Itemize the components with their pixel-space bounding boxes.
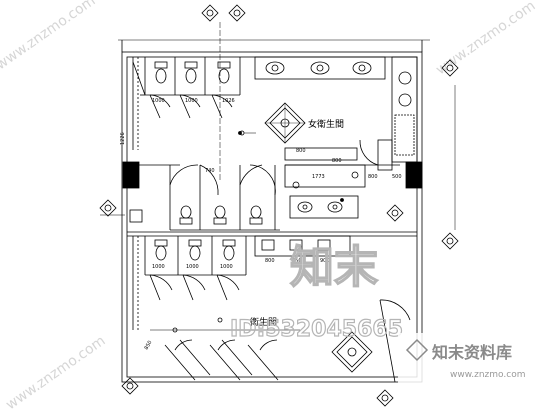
column — [405, 161, 423, 189]
sink-icon — [297, 201, 313, 213]
dim-label: 1226 — [120, 132, 126, 145]
urinal-icon — [261, 239, 275, 251]
watermark-id: ID:532045665 — [230, 317, 403, 342]
decorative-tile-diamond — [331, 331, 373, 373]
outer-wall — [121, 51, 423, 383]
dim-label: 1026 — [222, 98, 235, 104]
watermark-logo-text: 知末 — [290, 242, 378, 293]
sink-row-upper — [254, 56, 386, 80]
dim-label: 800 — [332, 158, 342, 164]
watermark-diagonal-top-right: www.znzmo.com — [433, 0, 538, 78]
toilet-icon — [184, 61, 198, 84]
dim-label: 1000 — [185, 98, 198, 104]
toilet-icon — [154, 239, 168, 261]
toilet-icon — [154, 61, 168, 84]
lower-stalls — [144, 236, 247, 301]
vanity-counter — [284, 147, 400, 219]
dim-label: 1000 — [152, 264, 165, 270]
dim-label: 800 — [265, 258, 275, 264]
section-marker — [99, 199, 117, 217]
watermark-diagonal-top-left: www.znzmo.com — [0, 0, 98, 73]
decorative-tile-diamond — [264, 102, 306, 144]
watermark-brand-box — [398, 333, 558, 383]
section-marker — [386, 204, 404, 222]
section-marker — [441, 232, 459, 250]
dim-label: 1000 — [186, 264, 199, 270]
section-marker — [201, 4, 219, 22]
toilet-icon — [217, 61, 231, 84]
watermark-brand: 知末资料库 — [432, 343, 512, 362]
room-label-male: 衛生間 — [250, 316, 277, 328]
urinal-icon — [317, 239, 331, 251]
toilet-icon — [179, 205, 193, 225]
room-label-female: 女衛生間 — [308, 118, 344, 130]
dim-label: 850 — [144, 340, 154, 351]
sink-icon — [310, 61, 330, 75]
dim-label: 900 — [320, 258, 330, 264]
upper-stalls — [140, 57, 241, 119]
section-marker — [121, 377, 139, 395]
sink-icon — [352, 61, 372, 75]
toilet-icon — [222, 239, 236, 261]
section-marker — [441, 59, 459, 77]
sink-icon — [327, 201, 343, 213]
watermark-url: www.znzmo.com — [450, 370, 525, 380]
dim-label: 800 — [296, 148, 306, 154]
section-marker — [376, 389, 394, 407]
toilet-icon — [213, 205, 227, 225]
brand-logo-icon — [405, 338, 429, 362]
entrance-stalls — [164, 339, 279, 381]
dim-label: 500 — [392, 174, 402, 180]
dim-label: 740 — [205, 168, 215, 174]
urinal-row — [254, 235, 351, 257]
column — [122, 161, 140, 189]
sink-icon — [265, 61, 285, 75]
dim-label: 750 — [292, 258, 302, 264]
toilet-icon — [188, 239, 202, 261]
dim-label: 800 — [368, 174, 378, 180]
toilet-icon — [249, 205, 263, 225]
dim-label: 1773 — [312, 174, 325, 180]
dim-label: 1000 — [220, 264, 233, 270]
dim-label: 1000 — [152, 98, 165, 104]
watermark-diagonal-bottom-left: www.znzmo.com — [3, 333, 108, 413]
section-marker — [228, 4, 246, 22]
urinal-icon — [289, 239, 303, 251]
